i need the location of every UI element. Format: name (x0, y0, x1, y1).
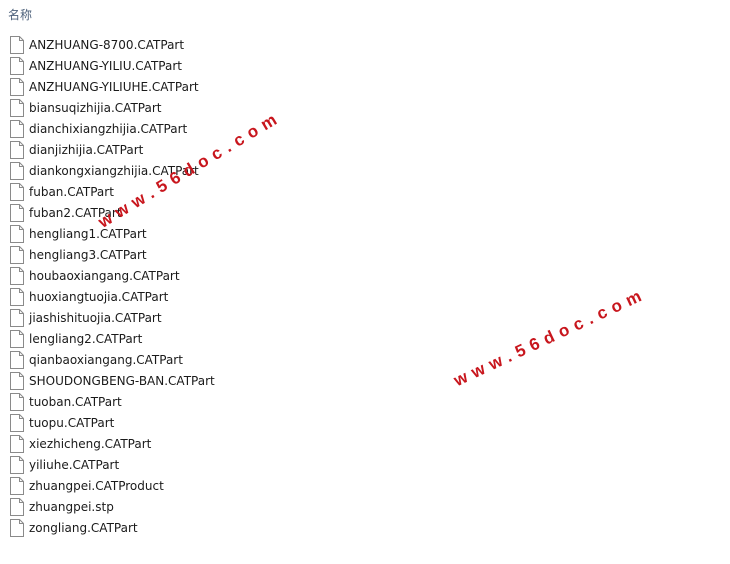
file-list-item[interactable]: zhuangpei.stp (8, 496, 215, 517)
file-name: fuban2.CATPart (29, 205, 122, 220)
file-icon (10, 476, 24, 495)
file-name: biansuqizhijia.CATPart (29, 100, 162, 115)
file-list-item[interactable]: tuopu.CATPart (8, 412, 215, 433)
file-list-item[interactable]: jiashishituojia.CATPart (8, 307, 215, 328)
file-name: ANZHUANG-YILIUHE.CATPart (29, 79, 199, 94)
file-name: tuoban.CATPart (29, 394, 122, 409)
file-list-item[interactable]: ANZHUANG-8700.CATPart (8, 34, 215, 55)
file-list-item[interactable]: qianbaoxiangang.CATPart (8, 349, 215, 370)
file-name: jiashishituojia.CATPart (29, 310, 162, 325)
file-icon (10, 119, 24, 138)
file-name: yiliuhe.CATPart (29, 457, 120, 472)
file-icon (10, 77, 24, 96)
file-icon (10, 245, 24, 264)
file-list-item[interactable]: zhuangpei.CATProduct (8, 475, 215, 496)
file-icon (10, 518, 24, 537)
file-list-item[interactable]: fuban2.CATPart (8, 202, 215, 223)
file-icon (10, 35, 24, 54)
file-icon (10, 434, 24, 453)
file-name: houbaoxiangang.CATPart (29, 268, 180, 283)
file-name: ANZHUANG-YILIU.CATPart (29, 58, 182, 73)
file-icon (10, 329, 24, 348)
file-icon (10, 203, 24, 222)
file-icon (10, 56, 24, 75)
file-name: xiezhicheng.CATPart (29, 436, 152, 451)
name-column-header[interactable]: 名称 (8, 8, 33, 22)
file-name: zhuangpei.stp (29, 499, 114, 514)
file-list-item[interactable]: ANZHUANG-YILIU.CATPart (8, 55, 215, 76)
file-list-item[interactable]: tuoban.CATPart (8, 391, 215, 412)
file-name: qianbaoxiangang.CATPart (29, 352, 183, 367)
file-list-item[interactable]: xiezhicheng.CATPart (8, 433, 215, 454)
file-icon (10, 287, 24, 306)
file-name: ANZHUANG-8700.CATPart (29, 37, 185, 52)
file-name: hengliang1.CATPart (29, 226, 147, 241)
watermark: www.56doc.com (450, 283, 650, 391)
file-icon (10, 413, 24, 432)
file-list-item[interactable]: zongliang.CATPart (8, 517, 215, 538)
file-list-item[interactable]: yiliuhe.CATPart (8, 454, 215, 475)
file-name: zhuangpei.CATProduct (29, 478, 164, 493)
file-icon (10, 182, 24, 201)
file-list-item[interactable]: dianchixiangzhijia.CATPart (8, 118, 215, 139)
file-name: zongliang.CATPart (29, 520, 138, 535)
file-icon (10, 455, 24, 474)
file-icon (10, 98, 24, 117)
file-icon (10, 497, 24, 516)
file-icon (10, 308, 24, 327)
file-list-item[interactable]: biansuqizhijia.CATPart (8, 97, 215, 118)
file-name: lengliang2.CATPart (29, 331, 143, 346)
file-icon (10, 224, 24, 243)
file-icon (10, 371, 24, 390)
file-list-item[interactable]: hengliang1.CATPart (8, 223, 215, 244)
file-name: diankongxiangzhijia.CATPart (29, 163, 199, 178)
file-name: dianjizhijia.CATPart (29, 142, 144, 157)
file-icon (10, 392, 24, 411)
file-name: SHOUDONGBENG-BAN.CATPart (29, 373, 215, 388)
file-list-item[interactable]: fuban.CATPart (8, 181, 215, 202)
file-list-item[interactable]: dianjizhijia.CATPart (8, 139, 215, 160)
file-name: hengliang3.CATPart (29, 247, 147, 262)
file-list-item[interactable]: lengliang2.CATPart (8, 328, 215, 349)
file-name: tuopu.CATPart (29, 415, 115, 430)
file-list-item[interactable]: huoxiangtuojia.CATPart (8, 286, 215, 307)
file-list-item[interactable]: hengliang3.CATPart (8, 244, 215, 265)
file-list-item[interactable]: ANZHUANG-YILIUHE.CATPart (8, 76, 215, 97)
file-icon (10, 140, 24, 159)
file-icon (10, 161, 24, 180)
file-list-item[interactable]: diankongxiangzhijia.CATPart (8, 160, 215, 181)
file-icon (10, 266, 24, 285)
file-name: huoxiangtuojia.CATPart (29, 289, 169, 304)
file-name: dianchixiangzhijia.CATPart (29, 121, 188, 136)
file-name: fuban.CATPart (29, 184, 114, 199)
file-icon (10, 350, 24, 369)
file-list-item[interactable]: SHOUDONGBENG-BAN.CATPart (8, 370, 215, 391)
file-list-item[interactable]: houbaoxiangang.CATPart (8, 265, 215, 286)
